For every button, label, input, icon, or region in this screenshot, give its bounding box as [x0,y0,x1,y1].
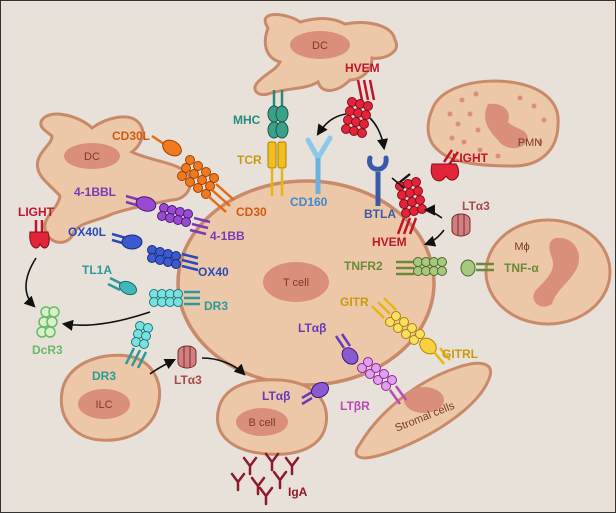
macrophage-label: Mϕ [514,241,529,253]
dcr3-decoy-receptor [36,306,60,338]
lta3-ilc-label: LTα3 [174,373,202,387]
light-left-label: LIGHT [18,205,55,219]
b-cell-label: B cell [249,417,276,429]
tl1a-label: TL1A [82,263,112,277]
arrow-ilc-to-lta3 [149,358,177,375]
lta3-top-label: LTα3 [462,199,490,213]
arrow-lta3-to-hvem [423,204,443,219]
hvem-top-receptor [341,79,376,138]
b-cell: B cell [216,378,328,456]
bb-receptor [157,203,211,236]
arrow-dr3-to-dcr3 [61,311,151,331]
btla-receptor [367,155,389,206]
lta3-top-molecule [451,213,471,237]
tnfa-label: TNF-α [504,261,539,275]
cd30-label: CD30 [236,205,267,219]
dc-top-nucleus [290,31,350,59]
cd30-receptor [177,155,235,213]
macrophage-nucleus [533,237,580,307]
dr3-ilc-receptor [124,321,153,369]
ltbr-label: LTβR [340,399,370,413]
hvem-top-label: HVEM [345,61,380,75]
ox40-receptor [147,245,199,272]
iga-label: IgA [288,485,308,499]
light-left-ligand [29,220,50,249]
bbl-label: 4-1BBL [74,185,116,199]
stromal-cell: Stromal cells [354,361,493,460]
pmn-nucleus [485,103,528,149]
dc-top-cell: DC [253,13,399,97]
pmn-label: PMN [518,137,543,149]
ilc-label: ILC [95,399,112,411]
tnfr2-label: TNFR2 [344,259,383,273]
dc-top-label: DC [312,40,328,52]
dr3-t-receptor [149,289,200,307]
bbl-ligand [125,194,157,212]
dc-left-cell: DC [35,112,192,244]
tnfr2-receptor [396,257,447,276]
pmn-cell: PMN [426,79,560,168]
mhc-label: MHC [233,113,261,127]
ox40l-label: OX40L [68,225,106,239]
arrow-light-to-dcr3 [23,257,37,308]
dcr3-label: DcR3 [32,343,63,357]
b-cell-nucleus [236,408,288,436]
iga-antibodies [230,452,300,506]
dc-left-nucleus [64,143,120,169]
tl1a-ligand [107,276,138,296]
ltab-b-ligand [301,381,330,406]
ltab-t-label: LTαβ [298,321,326,335]
tcr-receptor [267,141,287,196]
ox40-label: OX40 [198,265,229,279]
tnfa-ligand [460,259,494,277]
gitr-receptor [371,297,425,345]
cd160-receptor [305,135,333,194]
arrow-hvem-to-btla [369,117,389,151]
ilc-nucleus [78,389,130,419]
t-cell-label: T cell [283,277,309,289]
cd30l-ligand [151,134,182,157]
ltbr-receptor [357,357,408,405]
ltab-t-ligand [334,333,359,365]
ltab-b-label: LTαβ [262,389,290,403]
t-cell-nucleus [263,262,329,302]
lta3-ilc-molecule [177,345,197,369]
btla-label: BTLA [364,207,396,221]
arrow-lta3-to-tnfr2 [423,229,445,247]
dc-left-label: DC [84,151,100,163]
stromal-nucleus [404,387,444,413]
gitr-label: GITR [340,295,369,309]
pmn-granules [447,91,547,159]
mhc-molecule [267,90,289,139]
gitrl-label: GITRL [442,347,478,361]
macrophage-cell: Mϕ [484,218,612,326]
tcr-label: TCR [237,153,262,167]
cd160-label: CD160 [290,195,328,209]
arrow-hvem-to-cd160 [316,113,347,136]
ox40l-ligand [111,232,143,250]
arrow-lta3-to-bcell [201,357,246,376]
dr3-t-label: DR3 [204,299,228,313]
cd30l-label: CD30L [112,129,150,143]
interaction-arrows [23,113,445,376]
hvem-t-label: HVEM [372,235,407,249]
dr3-ilc-label: DR3 [92,369,116,383]
light-pmn-ligand [430,149,460,182]
light-pmn-label: LIGHT [452,151,489,165]
bb-label: 4-1BB [210,229,245,243]
inhibit-bar [399,173,411,183]
ilc-cell: ILC [59,353,161,442]
inhibit-btla-hvem [391,177,405,189]
gitrl-ligand [419,337,451,365]
